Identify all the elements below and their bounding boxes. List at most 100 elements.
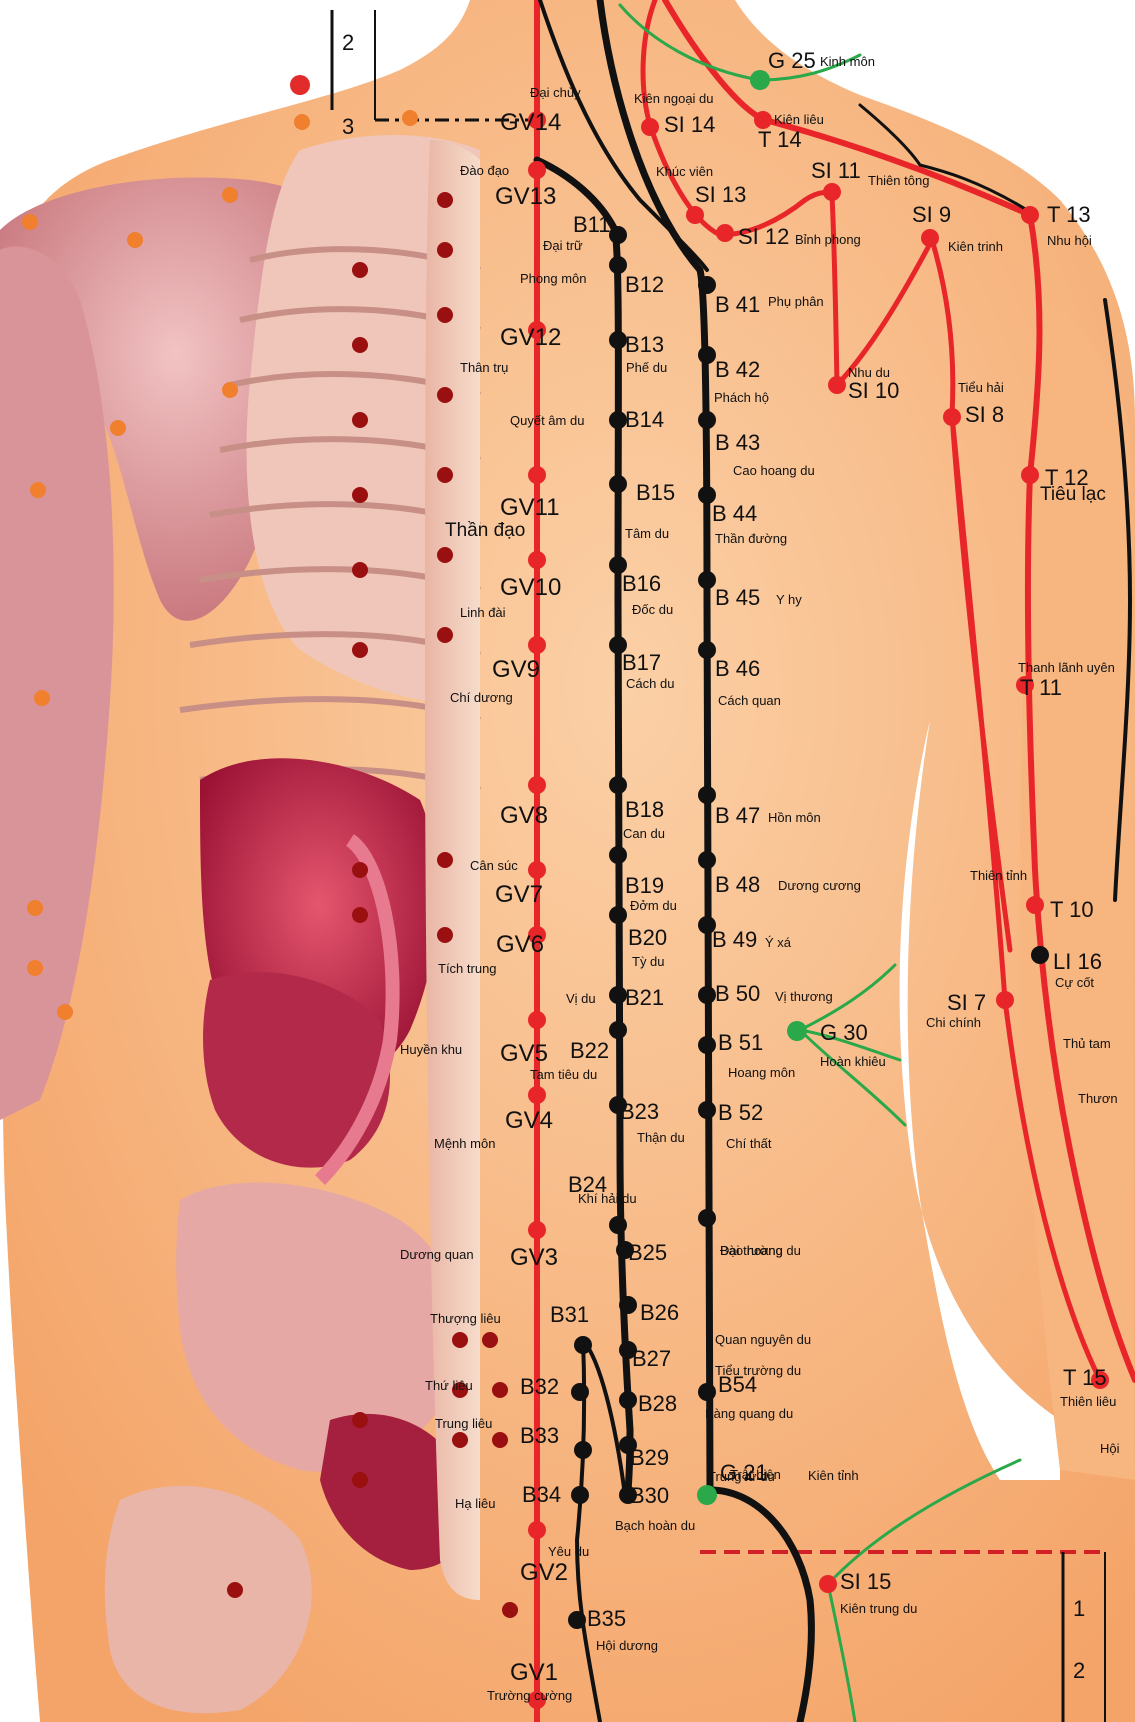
acupoint-name-b24: Khí hải du <box>578 1191 637 1206</box>
acupoint-gv8 <box>528 776 546 794</box>
acupoint-name-b42: Phách hộ <box>714 390 769 405</box>
acupoint-si7 <box>996 991 1014 1009</box>
acupoint-code-si9: SI 9 <box>912 202 951 227</box>
acupoint-t13 <box>1021 206 1039 224</box>
acupoint-code-b49: B 49 <box>712 927 757 952</box>
acupoint-b43 <box>698 411 716 429</box>
bottom-scale-label-2: 2 <box>1073 1658 1085 1683</box>
acupoint-name-b34: Hạ liêu <box>455 1496 495 1511</box>
acupoint-name-b31: Thượng liêu <box>430 1311 501 1326</box>
acupoint-code-b47: B 47 <box>715 803 760 828</box>
acupoint-b50 <box>698 986 716 1004</box>
acupoint-b52 <box>698 1101 716 1119</box>
acupoint-name-b15: Tâm du <box>625 526 669 541</box>
acupoint-code-b54: B54 <box>718 1372 757 1397</box>
acupoint-name-si12: Bỉnh phong <box>795 232 861 247</box>
acupoint-name-g30: Hoàn khiêu <box>820 1054 886 1069</box>
top-scale-label-3: 3 <box>342 114 354 139</box>
acupoint-code-g25: G 25 <box>768 48 816 73</box>
acupoint-code-t11: T 11 <box>1020 675 1062 700</box>
acupoint-code-b28: B28 <box>638 1391 677 1416</box>
acupoint-code-si12: SI 12 <box>738 224 789 249</box>
acupoint-code-b30: B30 <box>630 1483 669 1508</box>
acupoint-name-gv3: Dương quan <box>400 1247 474 1262</box>
acupoint-code-b20: B20 <box>628 925 667 950</box>
acupoint-code-b27: B27 <box>632 1346 671 1371</box>
acupoint-b51 <box>698 1036 716 1054</box>
acupoint-name-b17: Cách du <box>626 676 674 691</box>
acupoint-b47 <box>698 786 716 804</box>
acupoint-name-b13: Phế du <box>626 360 667 375</box>
acupoint-code-b19: B19 <box>625 873 664 898</box>
acupoint-name-g21: Kiên tỉnh <box>808 1468 859 1483</box>
acupoint-si9 <box>921 229 939 247</box>
acupoint-name-g25: Kinh môn <box>820 54 875 69</box>
acupoint-code-b51: B 51 <box>718 1030 763 1055</box>
acupoint-name-b43: Cao hoang du <box>733 463 815 478</box>
acupoint-name-gv6: Tích trung <box>438 961 497 976</box>
acupoint-name-b52: Chí thất <box>726 1136 772 1151</box>
acupoint-code-b13: B13 <box>625 332 664 357</box>
acupoint-code-gv4: GV4 <box>505 1107 553 1134</box>
acupoint-code-si13: SI 13 <box>695 182 746 207</box>
acupoint-name-t10: Thiên tỉnh <box>970 868 1027 883</box>
acupoint-li16 <box>1031 946 1049 964</box>
acupoint-name-gv14: Đại chùy <box>530 85 581 100</box>
acupoint-name-b11: Đại trữ <box>543 238 583 253</box>
edge-label-thu-tam: Thủ tam <box>1063 1036 1111 1051</box>
acupoint-name-b46: Cách quan <box>718 693 781 708</box>
acupoint-name-b51: Hoang môn <box>728 1065 795 1080</box>
acupoint-name-b26: Quan nguyên du <box>715 1332 811 1347</box>
acupoint-si15 <box>819 1575 837 1593</box>
acupoint-b22 <box>609 1021 627 1039</box>
acupoint-code-gv1: GV1 <box>510 1659 558 1686</box>
acupoint-gv3 <box>528 1221 546 1239</box>
acupoint-b15 <box>609 475 627 493</box>
acupoint-name-gv7: Cân súc <box>470 858 518 873</box>
acupoint-b48 <box>698 851 716 869</box>
acupoint-name-gv9: Chí dương <box>450 690 513 705</box>
acupoint-si12 <box>716 224 734 242</box>
acupoint-name-b50: Vị thương <box>775 989 833 1004</box>
acupoint-code-gv2: GV2 <box>520 1559 568 1586</box>
acupoint-code-b25: B25 <box>628 1240 667 1265</box>
acupoint-gv9 <box>528 636 546 654</box>
acupoint-name-b35: Hội dương <box>596 1638 658 1653</box>
acupoint-name-b30: Bạch hoàn du <box>615 1518 695 1533</box>
acupoint-code-b32: B32 <box>520 1374 559 1399</box>
acupoint-name-b12: Phong môn <box>520 271 587 286</box>
acupoint-code-b46: B 46 <box>715 656 760 681</box>
acupoint-name-si7: Chi chính <box>926 1015 981 1030</box>
acupoint-b32 <box>571 1383 589 1401</box>
acupoint-si10 <box>828 376 846 394</box>
acupoint-name-b32: Thứ liêu <box>425 1378 473 1393</box>
acupoint-b33 <box>574 1441 592 1459</box>
acupoint-name-si14: Kiên ngoại du <box>634 91 714 106</box>
acupoint-code-b35: B35 <box>587 1606 626 1631</box>
acupoint-name-si11: Thiên tông <box>868 173 929 188</box>
acupoint-name-si15: Kiên trung du <box>840 1601 917 1616</box>
acupoint-t12 <box>1021 466 1039 484</box>
acupoint-name-gv11: Thần đạo <box>445 520 525 541</box>
acupoint-name-li16: Cự cốt <box>1055 975 1094 990</box>
acupoint-name-gv13: Đào đạo <box>460 163 509 178</box>
acupoint-code-gv5: GV5 <box>500 1040 548 1067</box>
acupoint-code-b45: B 45 <box>715 585 760 610</box>
acupoint-g25 <box>750 70 770 90</box>
acupoint-b11 <box>609 226 627 244</box>
edge-label-thuong: Thươn <box>1078 1091 1118 1106</box>
acupoint-code-gv14: GV14 <box>500 109 561 136</box>
acupoint-code-b21: B21 <box>625 985 664 1010</box>
acupoint-code-b31: B31 <box>550 1302 589 1327</box>
acupoint-b19 <box>609 846 627 864</box>
bottom-scale-label-1: 1 <box>1073 1596 1085 1621</box>
acupoint-name-si9: Kiên trinh <box>948 239 1003 254</box>
acupoint-code-b23: B23 <box>620 1099 659 1124</box>
acupoint-code-b18: B18 <box>625 797 664 822</box>
acupoint-code-b14: B14 <box>625 407 664 432</box>
acupoint-code-si10: SI 10 <box>848 378 899 403</box>
acupoint-name-b47: Hồn môn <box>768 810 821 825</box>
acupoint-name-b45: Y hy <box>776 592 802 607</box>
